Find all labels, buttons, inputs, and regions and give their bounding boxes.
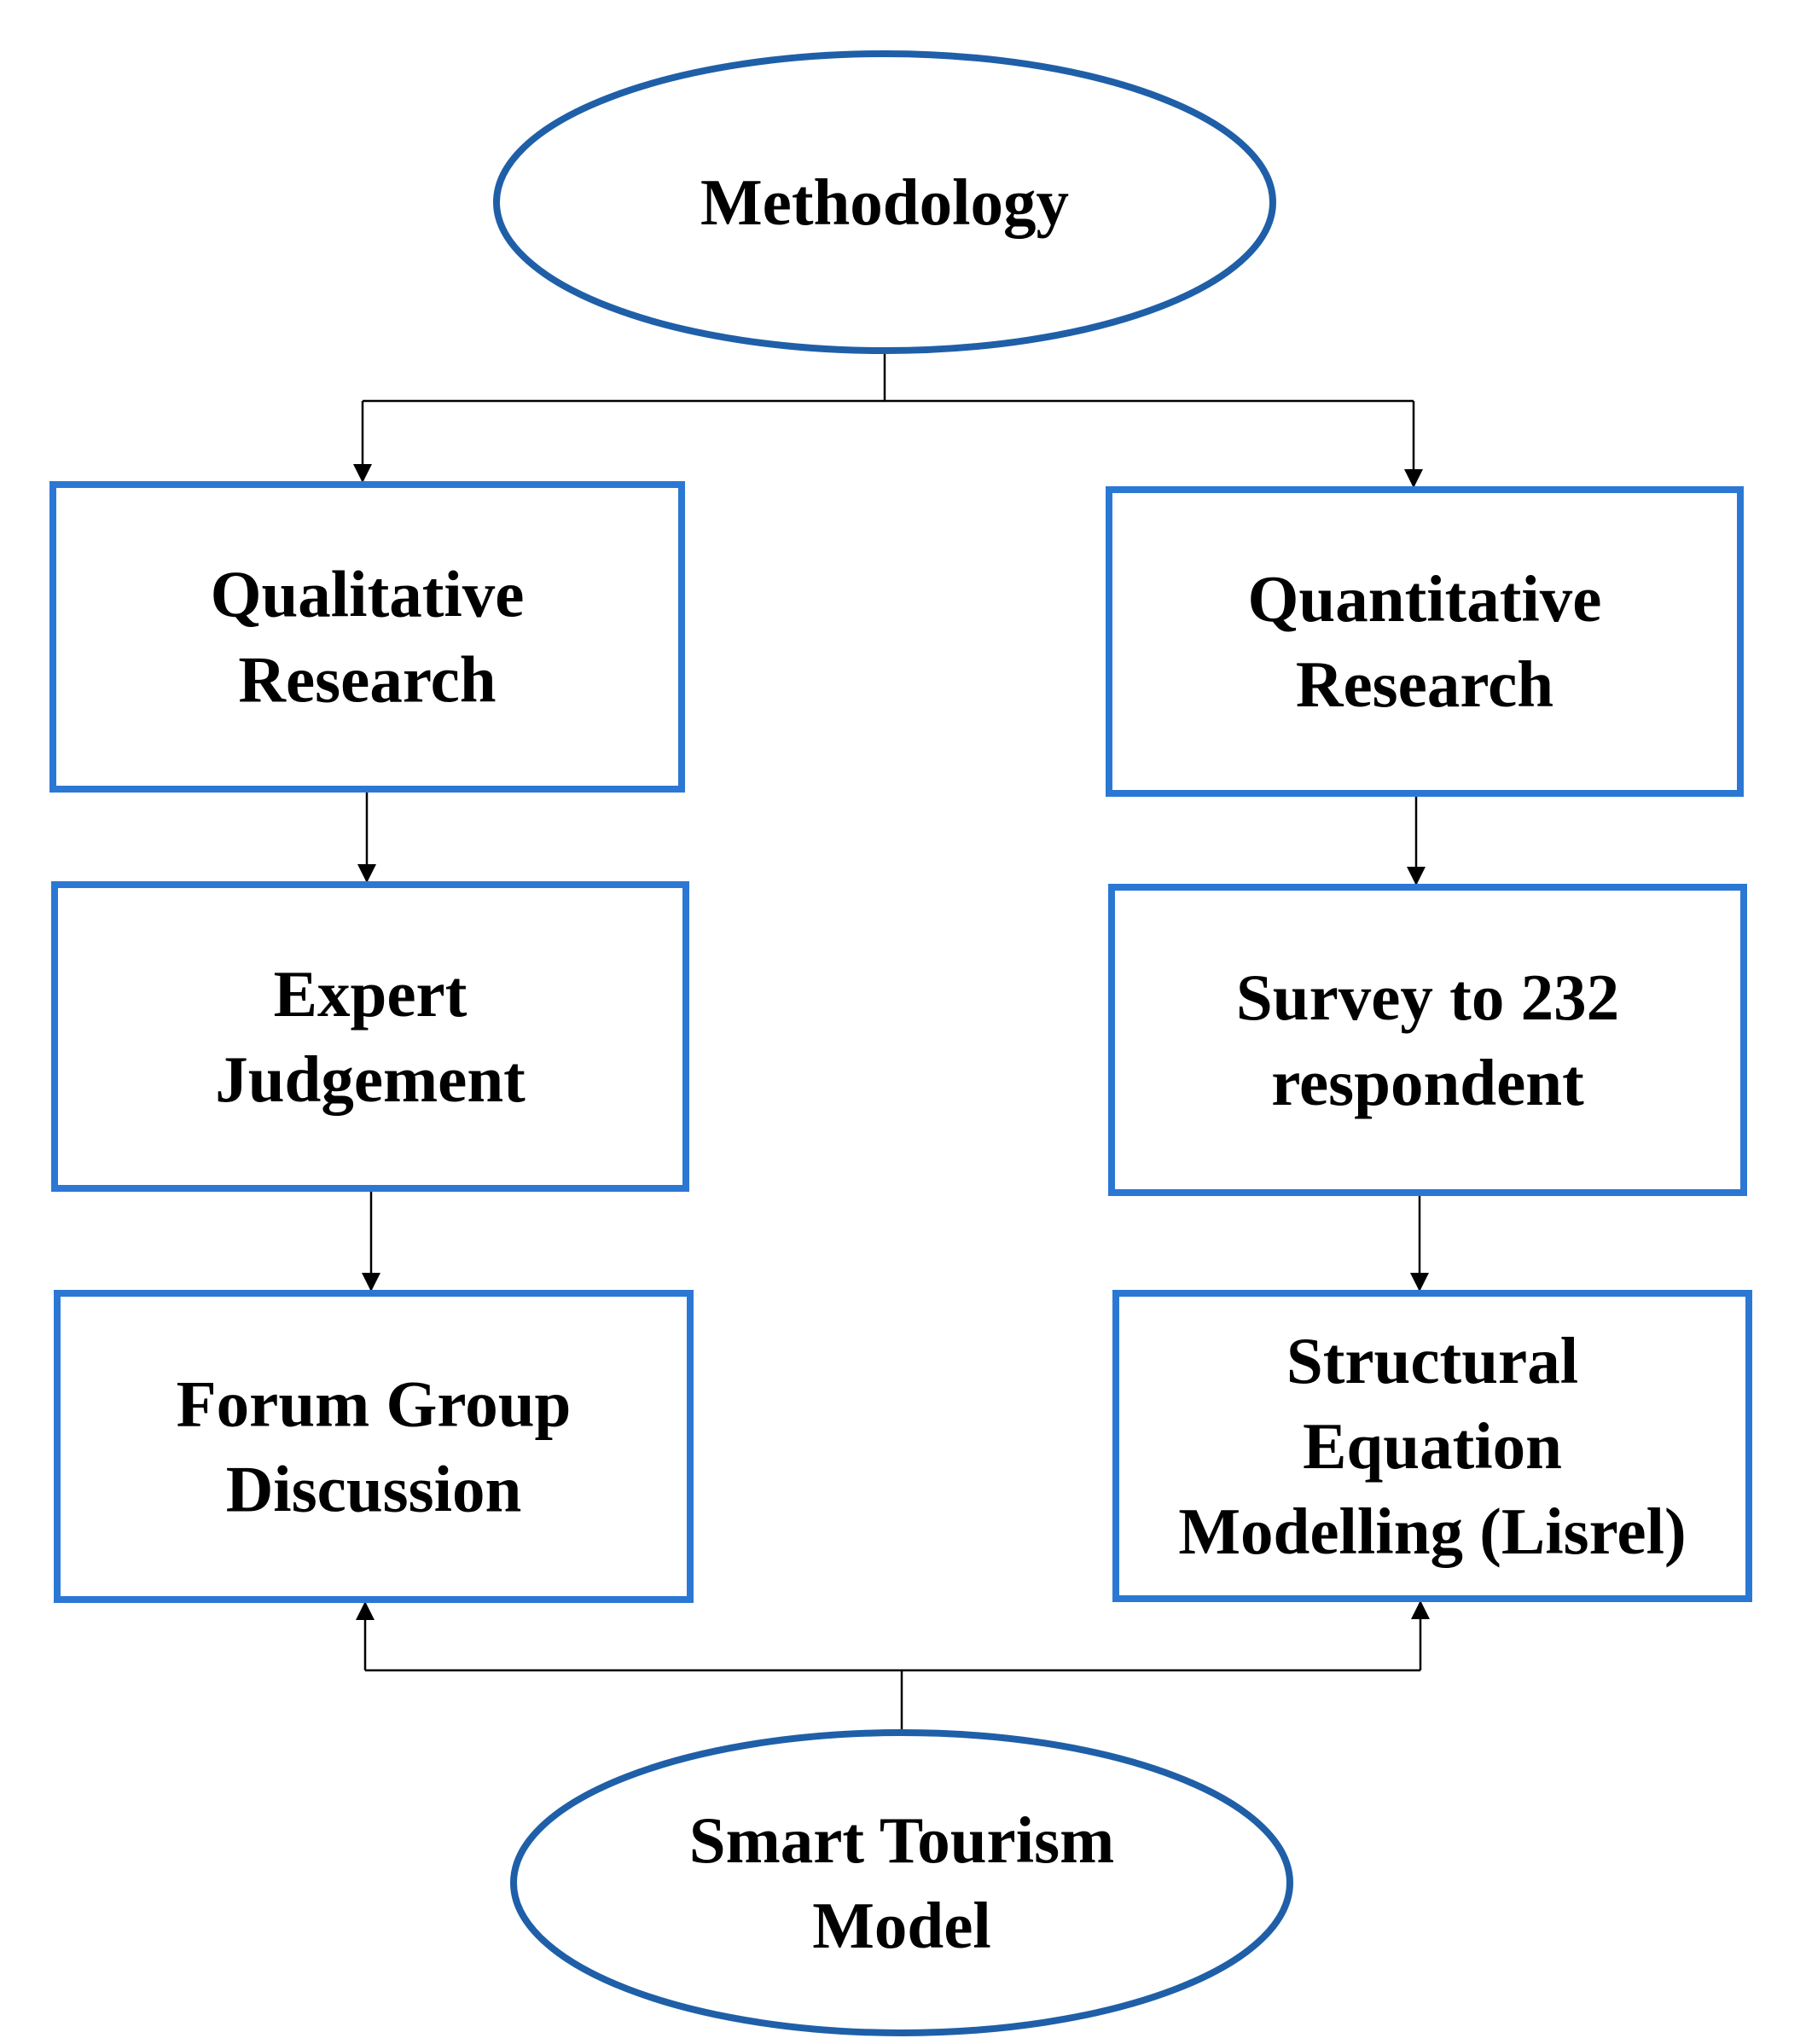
quantitative-box [1106,486,1744,797]
methodology-label-line-1: Methodology [700,165,1069,239]
smart-tourism-label-line-2: Model [812,1889,991,1962]
survey-box [1108,884,1747,1196]
methodology-node: Methodology [493,50,1276,354]
sem-label-line-3: Modelling (Lisrel) [1178,1495,1686,1568]
smart-tourism-label-line-1: Smart Tourism [689,1803,1114,1877]
forum-box [54,1290,694,1603]
connectors [353,351,1430,1733]
qualitative-box [49,481,685,793]
smart-tourism-ellipse [510,1729,1293,2036]
sem-label-line-1: Structural [1286,1324,1578,1397]
qualitative-label-line-1: Qualitative [211,558,525,631]
expert-label-line-2: Judgement [215,1042,526,1116]
sem-label-line-2: Equation [1303,1409,1562,1483]
expert-label-line-1: Expert [274,957,467,1031]
survey-label-line-1: Survey to 232 [1236,961,1619,1034]
nodes: MethodologyQualitativeResearchQuantitati… [49,50,1752,2036]
sem-box [1112,1290,1752,1602]
quantitative-label-line-2: Research [1296,647,1553,721]
expert-box [51,881,689,1192]
methodology-ellipse [493,50,1276,354]
forum-label-line-2: Discussion [226,1453,522,1526]
qualitative-label-line-2: Research [238,643,496,717]
forum-label-line-1: Forum Group [177,1368,572,1441]
survey-label-line-2: respondent [1271,1046,1584,1119]
quantitative-label-line-1: Quantitative [1248,562,1602,636]
survey-node: Survey to 232 respondent [1108,884,1747,1196]
